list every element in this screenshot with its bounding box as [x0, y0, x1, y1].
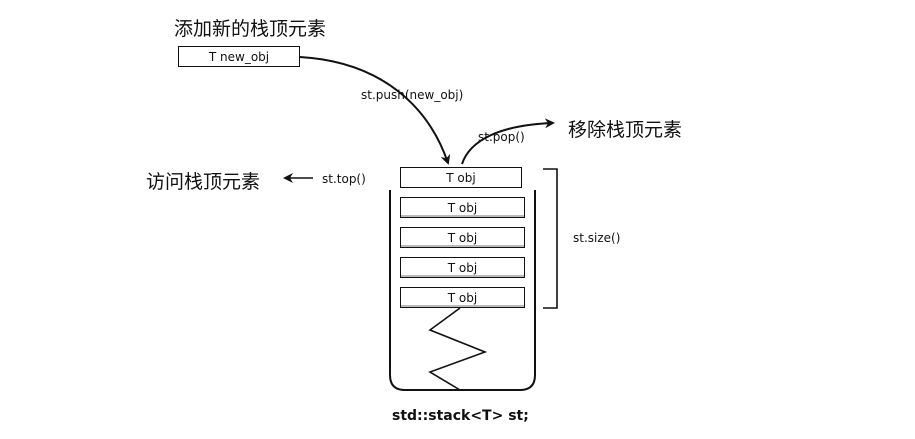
stack-item: T obj — [400, 227, 525, 248]
access-top-label: 访问栈顶元素 — [146, 171, 261, 193]
pop-arrow — [461, 118, 555, 165]
stack-container — [389, 190, 536, 391]
add-top-label: 添加新的栈顶元素 — [174, 18, 327, 40]
pop-label: st.pop() — [478, 130, 525, 144]
stack-item: T obj — [400, 257, 525, 278]
remove-top-label: 移除栈顶元素 — [568, 119, 683, 141]
new-object-box: T new_obj — [178, 46, 300, 67]
push-arrow — [299, 56, 451, 165]
stack-item: T obj — [400, 197, 525, 218]
stack-caption: std::stack<T> st; — [392, 408, 529, 424]
stack-item: T obj — [400, 287, 525, 308]
zigzag-continuation — [428, 307, 488, 391]
size-label: st.size() — [573, 231, 621, 245]
size-bracket — [543, 168, 558, 309]
stack-top-item: T obj — [400, 167, 522, 188]
push-label: st.push(new_obj) — [361, 88, 464, 102]
top-label: st.top() — [322, 172, 366, 186]
